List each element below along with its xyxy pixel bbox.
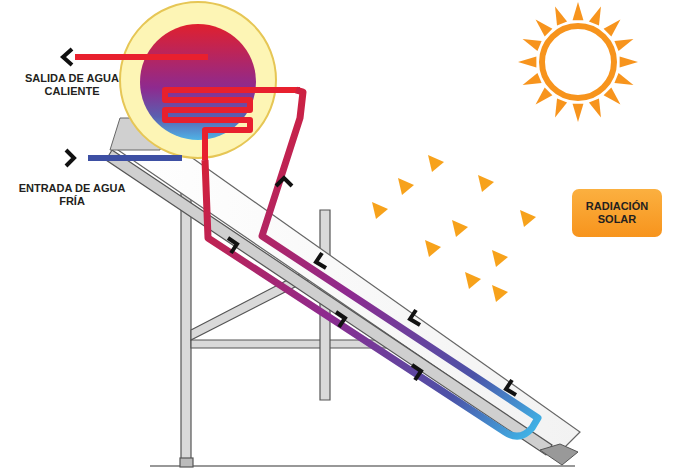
outlet-label: SALIDA DE AGUA CALIENTE [12,72,132,98]
sun-ray [536,88,553,105]
collector-pipe [205,90,538,436]
sun-ray [573,2,584,20]
sun-ray [604,88,621,105]
radiation-rays [372,155,536,302]
sun-ray [620,57,638,68]
sun-ray [589,7,601,26]
flow-chevrons [63,49,516,395]
inlet-label: ENTRADA DE AGUA FRÍA [12,182,132,208]
tank-shell [120,2,276,158]
sun-ray [589,98,601,117]
badge-text: RADIACIÓN SOLAR [580,200,654,226]
info-badge: RADIACIÓN SOLAR [572,189,662,237]
sun-ray [555,7,567,26]
ground-line [150,465,575,466]
sun-ray [523,39,542,51]
rail-foot [540,444,578,465]
sun-ray [614,39,633,51]
sun-ray [614,73,633,85]
sun-ray [523,73,542,85]
collector-rail [106,150,552,455]
sun [518,2,638,122]
sun-ray [555,98,567,117]
sun-ray [536,20,553,37]
hot-outlet-pipe [75,54,208,60]
heat-exchanger-coil [165,90,300,160]
sun-ray [604,20,621,37]
sun-ray [518,57,536,68]
sun-ray [573,104,584,122]
cold-inlet-pipe [88,155,182,161]
